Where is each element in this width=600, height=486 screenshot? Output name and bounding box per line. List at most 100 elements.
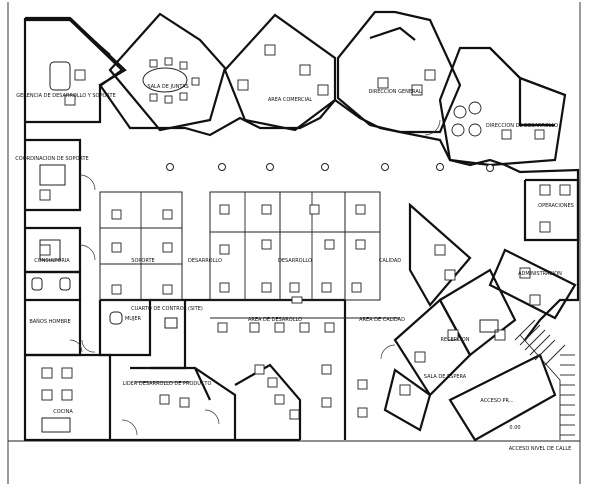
column — [266, 163, 274, 171]
label-recepcion: RECEPCION — [441, 337, 470, 343]
calidad-cubicles — [344, 191, 381, 301]
label-consultoria: CONSULTORIA — [34, 258, 70, 264]
wall-sala-juntas — [108, 12, 227, 132]
chair — [289, 409, 300, 420]
wall-gerencia-diag — [69, 19, 111, 56]
chair — [321, 364, 332, 375]
label-acceso: ACCESO PR... — [480, 398, 514, 404]
chair — [414, 351, 426, 363]
chair — [219, 282, 230, 293]
chair — [539, 184, 551, 196]
chair — [179, 397, 190, 408]
label-mujer: MUJER — [125, 316, 142, 322]
stair-step — [544, 344, 566, 366]
chair — [559, 184, 571, 196]
label-cuarto-control: CUARTO DE CONTROL (SITE) — [131, 306, 203, 312]
wall-acceso — [448, 353, 557, 442]
cubicle-block — [344, 191, 381, 301]
label-lider: LIDER DESARROLLO DE PRODUCTO — [123, 381, 212, 387]
label-sala-juntas: SALA DE JUNTAS — [147, 84, 188, 90]
column — [436, 163, 444, 171]
chair — [237, 79, 249, 91]
wall-gerencia — [25, 18, 124, 124]
chair — [162, 284, 173, 295]
chair — [444, 269, 456, 281]
chair — [41, 367, 53, 379]
chair — [164, 57, 173, 66]
chair — [309, 204, 320, 215]
chair — [529, 294, 541, 306]
label-banos-hombre: BAÑOS HOMBRE — [29, 318, 70, 325]
label-direccion-desarrollo: DIRECCION DE DESARROLLO — [486, 123, 558, 129]
chair — [299, 64, 311, 76]
reception-desk — [479, 319, 499, 333]
chair — [494, 329, 506, 341]
door-swing — [69, 339, 83, 353]
printer — [291, 296, 303, 304]
chair — [217, 322, 228, 333]
wall-cocina — [25, 353, 112, 440]
column — [218, 163, 226, 171]
wall-banos-top — [25, 270, 82, 300]
wall-south-office — [383, 368, 432, 432]
stair-step — [529, 334, 551, 356]
chair — [534, 129, 545, 140]
chair — [149, 59, 158, 68]
chair — [468, 101, 482, 115]
toilet — [109, 311, 123, 325]
toilet — [59, 277, 71, 291]
desk — [39, 239, 61, 261]
wall-lider — [130, 366, 237, 440]
label-soporte: SOPORTE — [131, 258, 154, 264]
label-desarrollo-1: DESARROLLO — [188, 258, 222, 264]
chair — [261, 282, 272, 293]
label-acceso-nivel: ACCESO NIVEL DE CALLE — [509, 446, 572, 452]
label-desarrollo-2: DESARROLLO — [278, 258, 312, 264]
chair — [254, 364, 265, 375]
wall-direccion-general — [336, 10, 462, 134]
chair — [324, 239, 335, 250]
stairs — [514, 319, 575, 440]
soporte-cubicles — [99, 191, 183, 301]
wall-center-bottom — [234, 363, 302, 440]
door-swing — [380, 344, 396, 360]
column — [166, 163, 174, 171]
chair — [357, 407, 368, 418]
column — [381, 163, 389, 171]
wall-banos — [25, 298, 82, 357]
lower-center-chairs — [159, 364, 368, 420]
chair — [261, 204, 272, 215]
structural-columns — [166, 163, 494, 172]
desk — [49, 61, 71, 91]
chair — [451, 123, 465, 137]
chair — [61, 389, 73, 401]
label-operaciones: OPERACIONES — [538, 203, 574, 209]
chair — [321, 397, 332, 408]
column — [486, 164, 494, 172]
chair — [179, 92, 188, 101]
wall-dir-des-inner — [518, 78, 555, 127]
chair — [74, 69, 86, 81]
wall-dir-des-top — [489, 47, 566, 97]
chair — [411, 84, 423, 96]
label-calidad: CALIDAD — [379, 258, 401, 264]
label-level-mark: 0.00 — [509, 425, 520, 431]
stair-step — [514, 319, 536, 341]
door-swing — [81, 339, 96, 353]
door-swing — [79, 174, 96, 191]
chair — [468, 123, 482, 137]
stair-step — [519, 324, 541, 346]
chair — [399, 384, 411, 396]
chair — [179, 61, 188, 70]
chair — [324, 322, 335, 333]
wall-calidad-office — [408, 202, 472, 307]
chair — [355, 239, 366, 250]
chair — [111, 284, 122, 295]
chair — [264, 44, 276, 56]
chair — [39, 244, 51, 256]
wall-sala-espera — [393, 298, 472, 397]
column — [321, 163, 329, 171]
chair — [61, 367, 73, 379]
